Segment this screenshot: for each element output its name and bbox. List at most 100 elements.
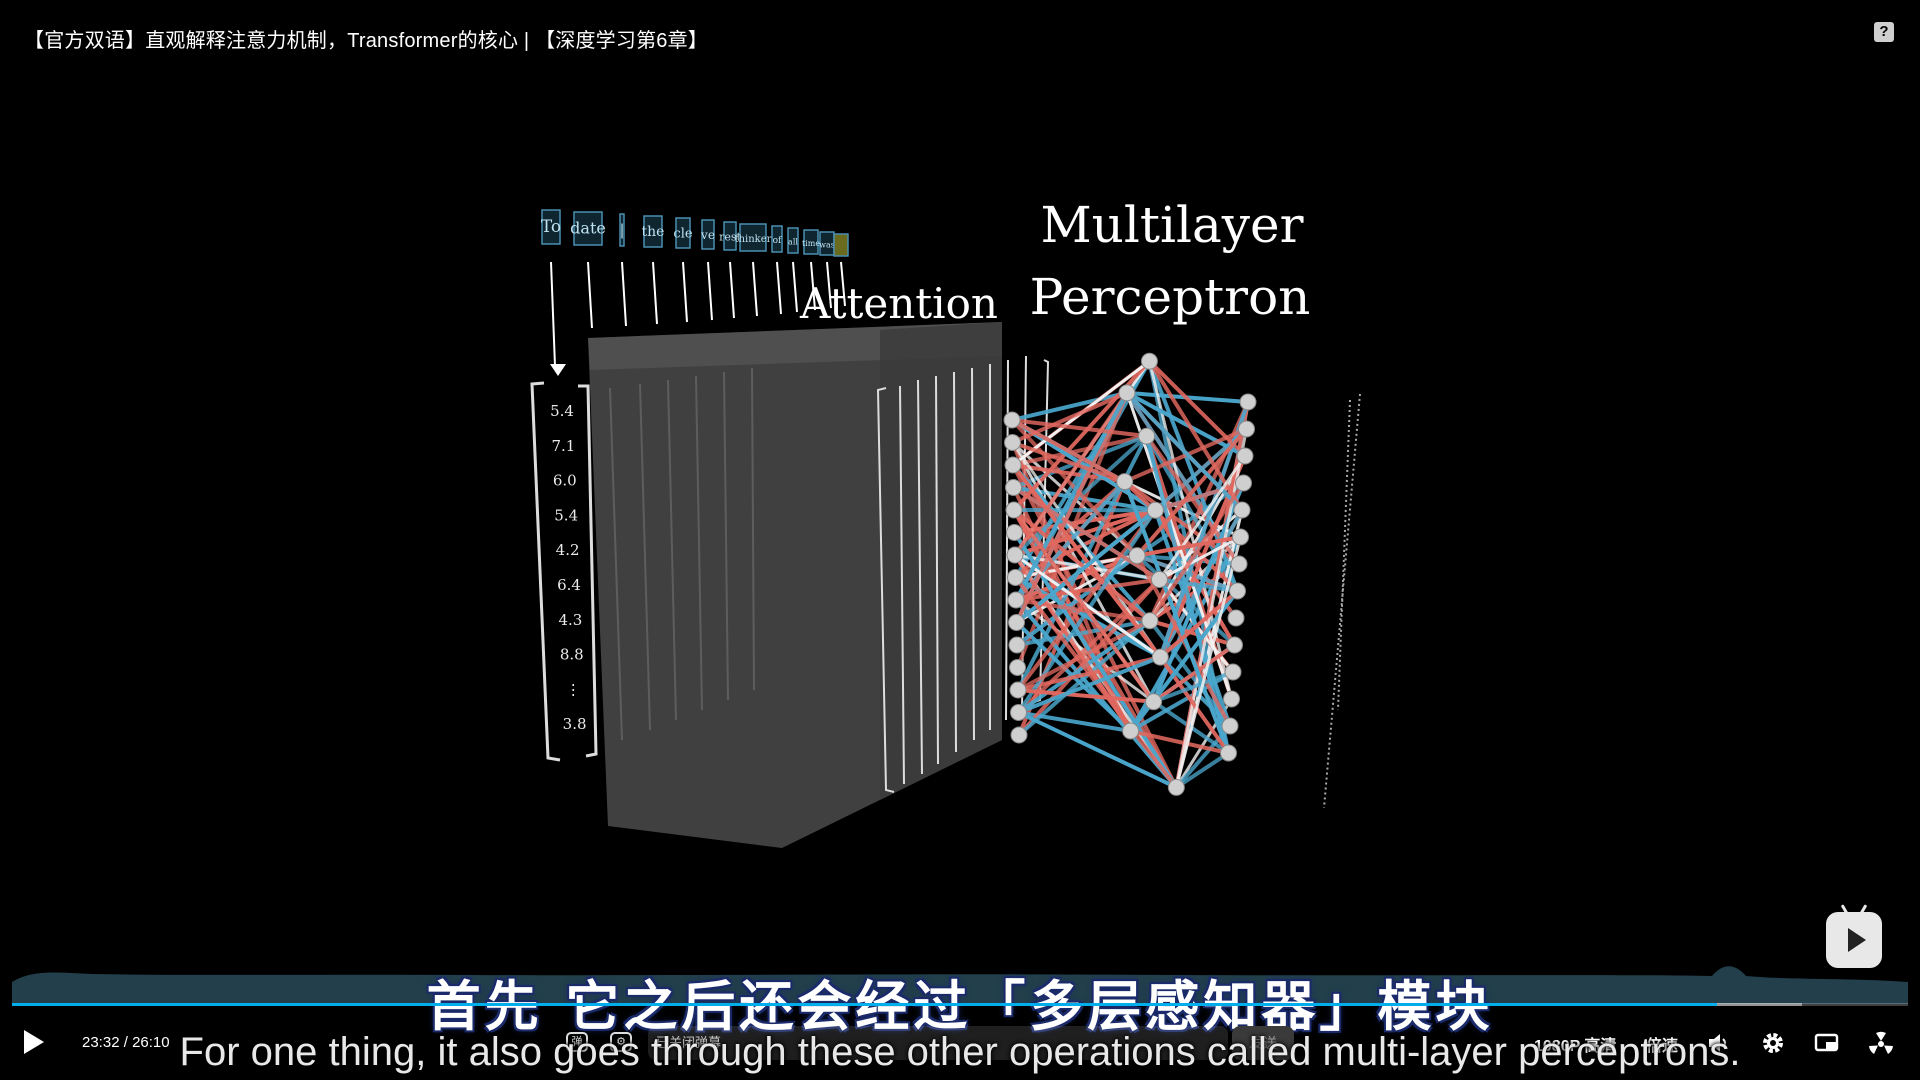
danmaku-settings-icon[interactable]: ⚙	[610, 1032, 632, 1052]
token-arrow	[587, 261, 593, 329]
mlp-node	[1009, 659, 1026, 676]
token-text: rest	[719, 230, 741, 243]
mlp-node	[1004, 456, 1022, 474]
mlp-edge	[1159, 577, 1238, 593]
token-12	[833, 233, 849, 257]
mlp-edge	[1015, 508, 1157, 625]
mlp-node	[1009, 681, 1027, 699]
mlp-edge	[1144, 435, 1240, 593]
token-text: ve	[700, 228, 715, 242]
mlp-node	[1010, 704, 1027, 721]
current-time: 23:32	[82, 1034, 120, 1051]
mlp-edge	[1012, 485, 1161, 582]
arrow-head	[550, 364, 566, 376]
token-5: ve	[700, 219, 715, 250]
vector-value: 5.4	[554, 506, 578, 524]
mlp-node	[1140, 352, 1158, 370]
token-2: |	[619, 213, 625, 247]
mlp-edges	[1010, 359, 1250, 790]
mlp-label-line1: Multilayer	[1040, 196, 1303, 254]
send-button[interactable]: 发送	[1232, 1026, 1294, 1060]
vector-value: 3.8	[563, 715, 587, 733]
progress-bar[interactable]	[12, 1003, 1908, 1006]
mlp-edge	[1011, 441, 1162, 659]
token-text: time	[802, 239, 820, 248]
mlp-edge	[1135, 427, 1249, 557]
mlp-edge	[1017, 618, 1151, 692]
mlp-node	[1150, 571, 1168, 589]
token-arrow	[707, 261, 713, 321]
mlp-node	[1235, 474, 1252, 492]
token-text: was	[819, 240, 835, 249]
mlp-edge	[1011, 440, 1126, 484]
mlp-node	[1229, 582, 1246, 600]
vector-value: 4.2	[556, 541, 580, 559]
mlp-edge	[1016, 509, 1157, 692]
next-vector	[1323, 393, 1361, 809]
mlp-edge	[1014, 598, 1178, 789]
mlp-edge	[1147, 360, 1233, 700]
mlp-node	[1006, 546, 1024, 564]
speed-button[interactable]: 倍速	[1646, 1038, 1679, 1055]
settings-icon[interactable]	[1760, 1030, 1786, 1056]
token-4: cle	[673, 217, 693, 249]
mlp-node	[1116, 473, 1134, 491]
play-icon[interactable]	[24, 1030, 44, 1054]
mlp-edge	[1148, 359, 1247, 458]
mlp-node	[1122, 722, 1140, 740]
time-display: 23:32 / 26:10	[82, 1034, 170, 1051]
mlp-edge	[1011, 390, 1128, 422]
token-arrow	[792, 261, 798, 313]
mlp-node	[1151, 648, 1169, 666]
mlp-node	[1007, 569, 1024, 586]
pip-icon[interactable]	[1814, 1030, 1840, 1056]
time-separator: /	[123, 1034, 128, 1051]
mlp-edge	[1152, 670, 1234, 704]
mlp-node	[1223, 690, 1240, 708]
mlp-edge	[1012, 434, 1148, 467]
mlp-edge	[1014, 508, 1157, 580]
mlp-node	[1146, 501, 1164, 519]
token-text: date	[570, 218, 606, 237]
mlp-edge	[1017, 655, 1162, 715]
mlp-node	[1226, 636, 1243, 654]
token-6: rest	[719, 221, 741, 251]
mlp-edge	[1148, 619, 1232, 728]
vector-value: 7.1	[551, 437, 575, 455]
mlp-edge	[1130, 729, 1229, 755]
help-button[interactable]: ?	[1874, 22, 1894, 42]
token-text: cle	[673, 227, 692, 242]
token-11: was	[819, 231, 835, 256]
control-bar: 23:32 / 26:10 弹 ⚙ 已关闭弹幕 发送 1080P 高清 倍速	[0, 1012, 1920, 1072]
token-1: date	[570, 211, 606, 246]
token-arrows	[550, 261, 846, 376]
mlp-node	[1233, 501, 1251, 519]
quality-button[interactable]: 1080P 高清	[1534, 1038, 1617, 1055]
fullscreen-icon[interactable]	[1868, 1030, 1894, 1056]
danmaku-input[interactable]: 已关闭弹幕	[648, 1026, 1228, 1060]
mlp-edge	[1017, 619, 1152, 737]
danmaku-toggle-icon[interactable]: 弹	[566, 1032, 588, 1052]
input-vector: 5.47.16.05.44.26.44.38.8⋮3.8	[530, 381, 598, 762]
vector-value: 5.4	[550, 402, 574, 420]
mlp-node	[1005, 501, 1023, 519]
token-arrow	[652, 261, 658, 325]
mlp-node	[1220, 744, 1237, 762]
token-arrow	[840, 261, 846, 307]
token-arrow	[682, 261, 688, 323]
mlp-edge	[1122, 480, 1231, 754]
volume-icon[interactable]	[1706, 1030, 1732, 1056]
mlp-edge	[1158, 656, 1231, 755]
mlp-node	[1010, 726, 1028, 744]
vector-value: 6.0	[553, 472, 577, 490]
token-arrow	[826, 261, 832, 309]
mlp-node	[1138, 427, 1156, 445]
bilibili-tv-icon[interactable]	[1826, 912, 1882, 968]
mlp-label-line2: Perceptron	[1030, 268, 1311, 326]
vector-value: ⋮	[566, 680, 581, 698]
token-arrow	[810, 261, 816, 311]
mlp-node	[1141, 612, 1159, 630]
